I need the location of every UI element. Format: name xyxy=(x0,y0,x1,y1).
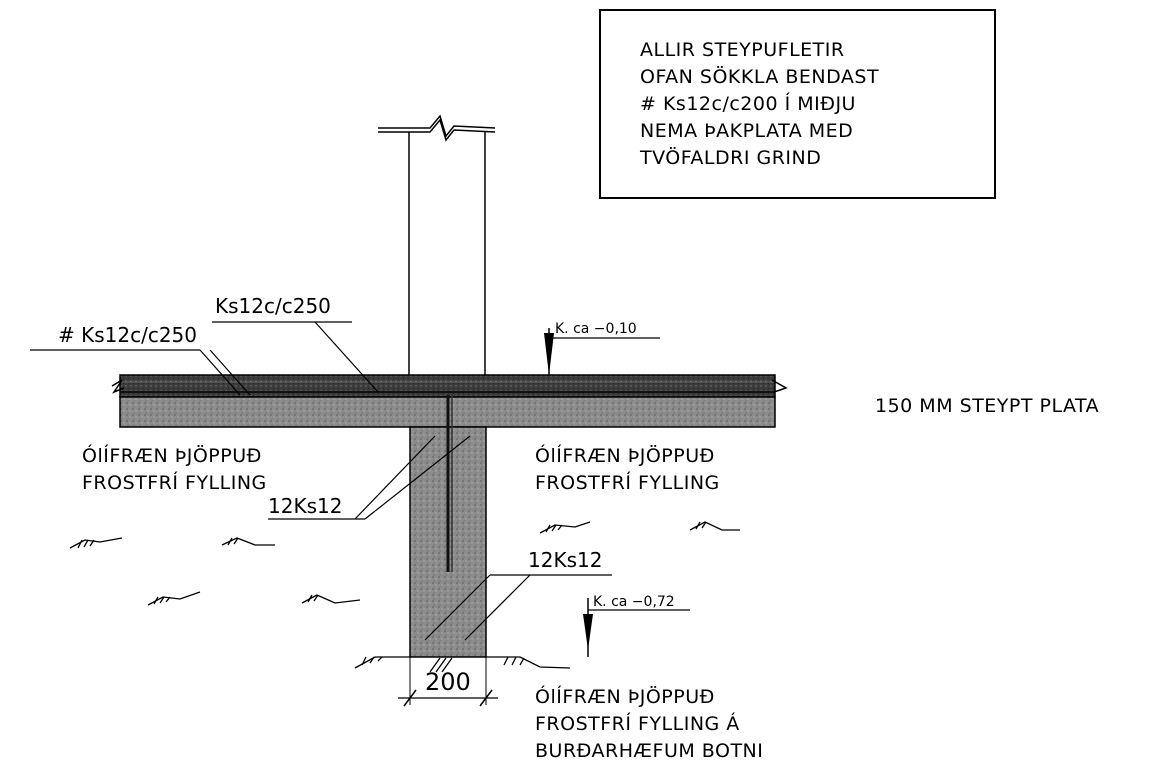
note-box xyxy=(599,9,996,199)
base-line-3: BURÐARHÆFUM BOTNI xyxy=(535,740,763,762)
width-dimension: 200 xyxy=(398,657,498,707)
label-bars-upper: 12Ks12 xyxy=(268,494,342,518)
level-marker-bottom: K. ca −0,72 xyxy=(583,594,690,657)
level-marker-top: K. ca −0,10 xyxy=(544,321,660,375)
base-line-1: ÓlÍFRÆN ÞJÖPPUÐ xyxy=(535,684,715,708)
note-line-3: # Ks12c/c200 Í MIÐJU xyxy=(640,92,856,115)
note-line-4: NEMA ÞAKPLATA MED xyxy=(640,120,853,142)
note-line-5: TVÖFALDRI GRIND xyxy=(639,146,821,169)
label-mesh-top: Ks12c/c250 xyxy=(215,294,331,318)
wall-above xyxy=(378,114,496,375)
fill-right-line-1: ÓlÍFRÆN ÞJÖPPUÐ xyxy=(535,443,715,467)
leader-bars-upper xyxy=(354,435,436,520)
slab-break-left xyxy=(111,379,125,394)
note-line-1: ALLIR STEYPUFLETIR xyxy=(640,39,845,61)
level-bottom-text: K. ca −0,72 xyxy=(593,594,675,610)
slab-top xyxy=(119,374,776,398)
slab-description: 150 MM STEYPT PLATA xyxy=(875,395,1099,417)
level-top-text: K. ca −0,10 xyxy=(555,321,637,337)
width-dim-text: 200 xyxy=(425,668,471,696)
note-line-2: OFAN SÖKKLA BENDAST xyxy=(640,65,879,88)
leader-mesh-slab xyxy=(199,349,241,396)
fill-right-line-2: FROSTFRÍ FYLLING xyxy=(535,471,720,494)
leader-mesh-top xyxy=(314,321,379,393)
label-mesh-slab: # Ks12c/c250 xyxy=(58,323,197,347)
label-bars-lower: 12Ks12 xyxy=(528,548,602,572)
ground-symbols xyxy=(69,521,740,673)
fill-left-line-2: FROSTFRÍ FYLLING xyxy=(82,471,267,494)
slab-break-right xyxy=(771,379,788,393)
fill-left-line-1: ÓlÍFRÆN ÞJÖPPUÐ xyxy=(82,443,262,467)
base-line-2: FROSTFRÍ FYLLING Á xyxy=(535,712,740,735)
leader-bars-lower xyxy=(424,574,491,641)
